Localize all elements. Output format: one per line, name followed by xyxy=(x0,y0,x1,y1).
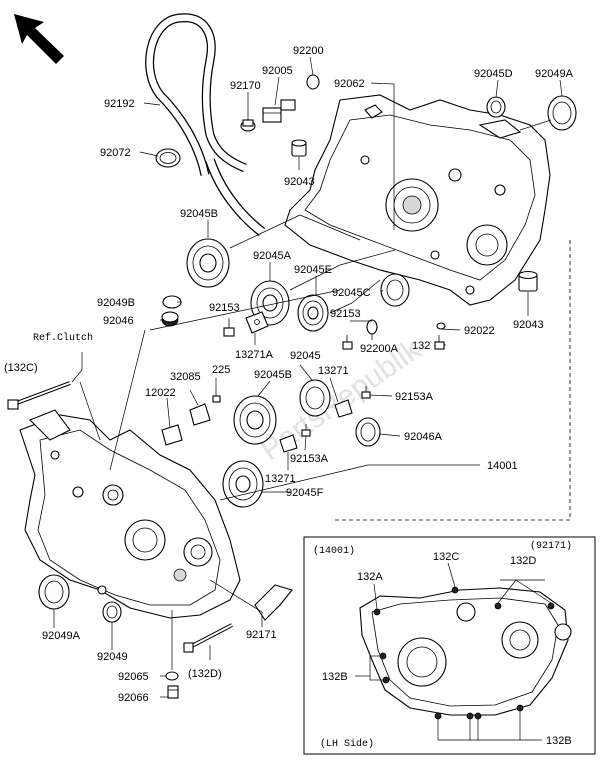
label-92066: 92066 xyxy=(118,692,149,704)
screw-225 xyxy=(212,390,221,403)
label-92072: 92072 xyxy=(100,147,131,159)
bearing-92045C xyxy=(380,273,410,307)
hose-clamp xyxy=(155,148,181,168)
label-92005: 92005 xyxy=(262,65,293,77)
inset-label-132B-right: 132B xyxy=(546,735,572,747)
oil-seal-92045D xyxy=(486,96,506,118)
label-92043-top: 92043 xyxy=(284,176,315,188)
label-92045C: 92045C xyxy=(332,287,371,299)
guide-92171 xyxy=(254,584,293,621)
bolt-92153-mid xyxy=(342,335,353,350)
label-92045B-mid: 92045B xyxy=(254,369,292,381)
label-92170: 92170 xyxy=(230,80,261,92)
crankcase-assembly-outline xyxy=(335,240,571,521)
label-92049A-top: 92049A xyxy=(535,68,574,80)
oil-seal-92049A-top xyxy=(547,95,577,131)
plate-32085 xyxy=(189,403,211,426)
drain-bolt-92066 xyxy=(167,685,179,699)
label-92153-b: 92153 xyxy=(330,308,361,320)
washer-92065 xyxy=(165,671,179,681)
label-92046: 92046 xyxy=(103,315,134,327)
label-92022: 92022 xyxy=(464,325,495,337)
inset-label-132A: 132A xyxy=(357,571,383,583)
bearing-92045 xyxy=(299,379,331,417)
inset-label-132D: 132D xyxy=(510,555,536,567)
label-92045F: 92045F xyxy=(286,487,324,499)
label-ref-clutch: Ref.Clutch xyxy=(33,332,93,344)
arrow-up-left-icon xyxy=(14,14,64,64)
o-ring-92200A xyxy=(366,319,378,335)
bearing-92045F xyxy=(222,460,264,508)
label-92200A: 92200A xyxy=(360,343,399,355)
right-crankcase-half xyxy=(284,94,551,306)
label-32085: 32085 xyxy=(170,371,201,383)
label-92049: 92049 xyxy=(97,651,128,663)
oil-seal-92049A-bottom xyxy=(38,574,70,610)
label-13271-a: 13271 xyxy=(318,365,349,377)
label-92065: 92065 xyxy=(118,671,149,683)
label-92046A: 92046A xyxy=(404,431,443,443)
label-92153-a: 92153 xyxy=(209,302,240,314)
clip xyxy=(240,119,256,132)
label-132D: (132D) xyxy=(188,668,222,680)
retainer-plate-13271A xyxy=(245,311,269,334)
label-92062: 92062 xyxy=(334,78,365,90)
bearing-92045B-top xyxy=(186,238,230,288)
inset-assembly-label-2: (92171) xyxy=(530,540,572,552)
breather-fitting xyxy=(262,99,296,123)
bearing-92045B-mid xyxy=(233,395,277,445)
label-132C-left: (132C) xyxy=(4,362,38,374)
label-92153A-b: 92153A xyxy=(290,453,329,465)
label-14001: 14001 xyxy=(487,460,518,472)
inset-lh-side: (14001) (92171) (LH Side) 132C 132D 132A… xyxy=(303,536,596,755)
label-92192: 92192 xyxy=(104,98,135,110)
left-crankcase-half xyxy=(19,409,241,619)
label-13271-b: 13271 xyxy=(265,473,296,485)
label-92045E: 92045E xyxy=(294,264,332,276)
part-labels: 92192 92072 92170 92005 92200 92062 9204… xyxy=(4,45,574,704)
dowel-pin-right xyxy=(518,270,538,292)
plate-13271-a xyxy=(334,399,353,418)
label-92171: 92171 xyxy=(246,629,277,641)
label-92049B: 92049B xyxy=(97,297,135,309)
leader-lines xyxy=(53,56,563,698)
washer-92022 xyxy=(436,322,446,330)
plate-13271-b xyxy=(279,434,298,453)
oil-seal-92049 xyxy=(102,601,122,623)
label-92043-right: 92043 xyxy=(513,319,544,331)
plate-12022 xyxy=(161,424,183,446)
inset-label-132C: 132C xyxy=(433,551,459,563)
dowel-pin xyxy=(291,139,307,157)
label-132: 132 xyxy=(412,340,430,352)
label-92153A-a: 92153A xyxy=(395,391,434,403)
bolt-132 xyxy=(434,335,445,350)
bolt-92153 xyxy=(223,320,235,337)
label-92045A: 92045A xyxy=(253,250,292,262)
inset-label-132B-left: 132B xyxy=(322,671,348,683)
bolt-132C xyxy=(7,381,71,410)
inset-side-label: (LH Side) xyxy=(320,738,374,750)
bolt-132D xyxy=(183,623,233,653)
label-92049A-bottom: 92049A xyxy=(42,630,81,642)
collar-92046 xyxy=(161,311,179,327)
label-225: 225 xyxy=(212,364,230,376)
needle-bearing-92046A xyxy=(355,417,381,447)
label-92200: 92200 xyxy=(293,45,324,57)
label-12022: 12022 xyxy=(145,387,176,399)
o-ring xyxy=(306,74,320,90)
label-92045B-top: 92045B xyxy=(180,208,218,220)
label-13271A: 13271A xyxy=(235,349,274,361)
breather-hose xyxy=(145,13,266,236)
label-92045: 92045 xyxy=(290,350,321,362)
bearing-92045E xyxy=(297,294,329,332)
label-92045D: 92045D xyxy=(474,68,513,80)
inset-assembly-label: (14001) xyxy=(313,545,355,557)
